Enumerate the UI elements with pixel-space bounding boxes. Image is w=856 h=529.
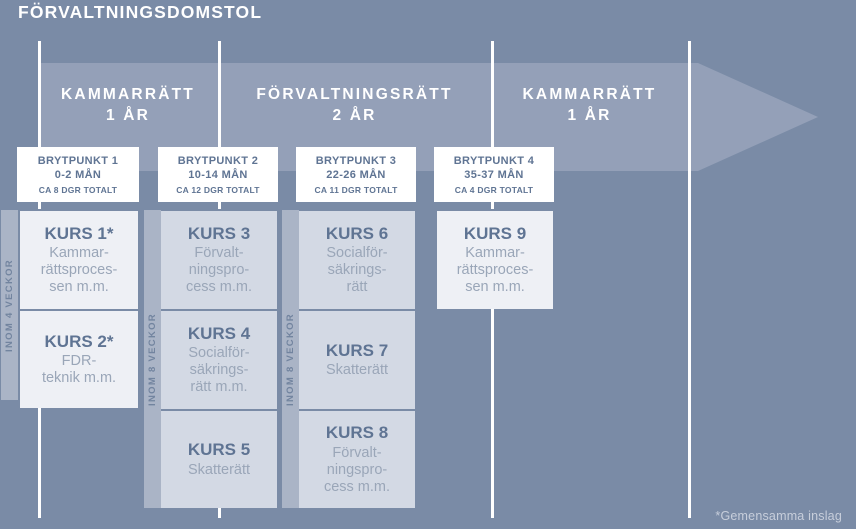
course-card-kurs-2[interactable]: KURS 2* FDR-teknik m.m. [20, 309, 138, 408]
deadline-rail-label-1: INOM 8 VECKOR [147, 312, 159, 406]
course-name-kurs-2: KURS 2* [44, 331, 114, 351]
course-name-kurs-3: KURS 3 [187, 223, 251, 243]
course-card-kurs-7[interactable]: KURS 7 Skatterätt [299, 309, 415, 409]
phase-label-1: FÖRVALTNINGSRÄTT 2 ÅR [218, 78, 491, 134]
course-column-3: KURS 9 Kammar-rättsproces-sen m.m. [437, 209, 553, 309]
brytpunkt-card-4[interactable]: BRYTPUNKT 4 35-37 MÅN CA 4 DGR TOTALT [434, 147, 554, 202]
timeline-divider-3 [688, 41, 691, 518]
course-desc-kurs-8: Förvalt-ningspro-cess m.m. [323, 444, 391, 495]
course-column-2: KURS 6 Socialför-säkrings-rätt KURS 7 Sk… [299, 209, 415, 508]
course-name-kurs-6: KURS 6 [325, 223, 389, 243]
phase-duration-2: 1 ÅR [567, 107, 612, 124]
page-title: FÖRVALTNINGSDOMSTOL [18, 2, 263, 22]
course-card-kurs-8[interactable]: KURS 8 Förvalt-ningspro-cess m.m. [299, 409, 415, 508]
course-desc-kurs-5: Skatterätt [187, 461, 251, 478]
course-desc-kurs-1: Kammar-rättsproces-sen m.m. [40, 245, 118, 296]
phase-label-2: KAMMARRÄTT 1 ÅR [491, 78, 688, 134]
course-card-kurs-1[interactable]: KURS 1* Kammar-rättsproces-sen m.m. [20, 209, 138, 309]
course-card-kurs-4[interactable]: KURS 4 Socialför-säkrings-rätt m.m. [161, 309, 277, 409]
phase-duration-1: 2 ÅR [332, 107, 377, 124]
deadline-rail-label-0: INOM 4 VECKOR [4, 258, 16, 352]
brytpunkt-card-3[interactable]: BRYTPUNKT 3 22-26 MÅN CA 11 DGR TOTALT [296, 147, 416, 202]
brytpunkt-months-1: 0-2 MÅN [54, 169, 102, 181]
brytpunkt-months-2: 10-14 MÅN [188, 169, 248, 181]
phase-name-1: FÖRVALTNINGSRÄTT [256, 86, 453, 104]
course-desc-kurs-9: Kammar-rättsproces-sen m.m. [456, 245, 534, 296]
course-desc-kurs-6: Socialför-säkrings-rätt [326, 245, 388, 296]
course-column-1: KURS 3 Förvalt-ningspro-cess m.m. KURS 4… [161, 209, 277, 508]
course-desc-kurs-2: FDR-teknik m.m. [41, 353, 117, 387]
course-desc-kurs-7: Skatterätt [325, 362, 389, 379]
course-card-kurs-3[interactable]: KURS 3 Förvalt-ningspro-cess m.m. [161, 209, 277, 309]
course-name-kurs-7: KURS 7 [325, 340, 389, 360]
course-name-kurs-9: KURS 9 [463, 223, 527, 243]
brytpunkt-note-4: CA 4 DGR TOTALT [454, 185, 534, 196]
brytpunkt-months-4: 35-37 MÅN [464, 169, 524, 181]
timeline-arrow-icon [38, 63, 818, 171]
brytpunkt-title-1: BRYTPUNKT 1 [37, 154, 119, 167]
deadline-rail-2: INOM 8 VECKOR [282, 210, 299, 508]
brytpunkt-months-3: 22-26 MÅN [326, 169, 386, 181]
course-card-kurs-9[interactable]: KURS 9 Kammar-rättsproces-sen m.m. [437, 209, 553, 309]
course-desc-kurs-4: Socialför-säkrings-rätt m.m. [188, 345, 250, 396]
brytpunkt-card-1[interactable]: BRYTPUNKT 1 0-2 MÅN CA 8 DGR TOTALT [17, 147, 139, 202]
brytpunkt-title-3: BRYTPUNKT 3 [315, 154, 397, 167]
phase-name-0: KAMMARRÄTT [61, 86, 195, 104]
phase-duration-0: 1 ÅR [105, 107, 151, 124]
footnote-text: *Gemensamma inslag [715, 509, 842, 523]
deadline-rail-label-2: INOM 8 VECKOR [285, 312, 297, 406]
brytpunkt-note-1: CA 8 DGR TOTALT [38, 185, 118, 196]
course-card-kurs-5[interactable]: KURS 5 Skatterätt [161, 409, 277, 508]
course-name-kurs-8: KURS 8 [325, 423, 389, 443]
course-name-kurs-4: KURS 4 [187, 323, 251, 343]
course-name-kurs-1: KURS 1* [44, 223, 114, 243]
deadline-rail-1: INOM 8 VECKOR [144, 210, 161, 508]
phase-name-2: KAMMARRÄTT [522, 86, 657, 104]
brytpunkt-note-3: CA 11 DGR TOTALT [314, 185, 398, 196]
brytpunkt-note-2: CA 12 DGR TOTALT [176, 185, 260, 196]
course-name-kurs-5: KURS 5 [187, 440, 251, 460]
course-desc-kurs-3: Förvalt-ningspro-cess m.m. [185, 245, 253, 296]
brytpunkt-card-2[interactable]: BRYTPUNKT 2 10-14 MÅN CA 12 DGR TOTALT [158, 147, 278, 202]
brytpunkt-title-2: BRYTPUNKT 2 [177, 154, 259, 167]
course-column-0: KURS 1* Kammar-rättsproces-sen m.m. KURS… [20, 209, 138, 408]
deadline-rail-0: INOM 4 VECKOR [1, 210, 18, 400]
phase-label-0: KAMMARRÄTT 1 ÅR [38, 78, 218, 134]
course-card-kurs-6[interactable]: KURS 6 Socialför-säkrings-rätt [299, 209, 415, 309]
brytpunkt-title-4: BRYTPUNKT 4 [453, 154, 535, 167]
